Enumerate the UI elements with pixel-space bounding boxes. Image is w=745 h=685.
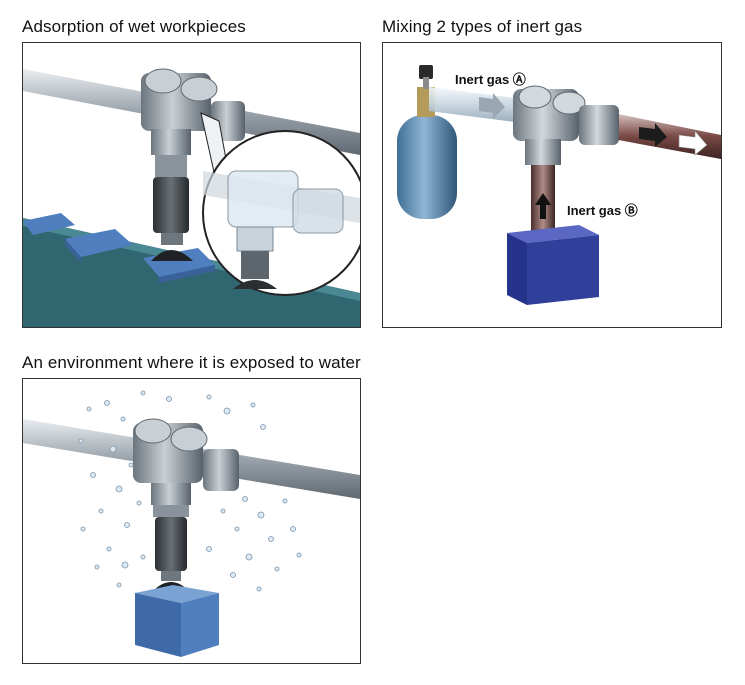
wet-workpiece-illustration [23,68,360,327]
magnified-view [200,112,360,296]
workpiece-cube [135,585,219,657]
flow-arrow-mixed-light [678,130,708,156]
inlet-pipe-a [429,87,523,123]
gas-source-box [507,225,599,305]
panel-wet-workpieces [22,42,361,328]
panel-title-mixing-gas: Mixing 2 types of inert gas [382,17,583,36]
panel-title-water-environment: An environment where it is exposed to wa… [22,353,361,372]
ejector-fitting [133,418,239,591]
flow-arrow-b [535,193,551,219]
label-inert-gas-a: Inert gas Ⓐ [455,72,526,87]
label-inert-gas-b: Inert gas Ⓑ [567,203,638,218]
gas-cylinder [397,65,457,219]
flow-arrow-mixed-dark [639,123,667,147]
outlet-pipe-mixed [613,113,721,159]
panel-title-wet-workpieces: Adsorption of wet workpieces [22,17,246,36]
mixing-gas-illustration: Inert gas Ⓐ Inert gas Ⓑ [397,65,721,305]
water-droplets [78,390,302,592]
water-environment-illustration [23,390,360,657]
panel-water-environment [22,378,361,664]
flow-arrow-a [479,93,505,119]
panel-mixing-gas: Inert gas Ⓐ Inert gas Ⓑ [382,42,722,328]
mixing-fitting [513,85,619,165]
